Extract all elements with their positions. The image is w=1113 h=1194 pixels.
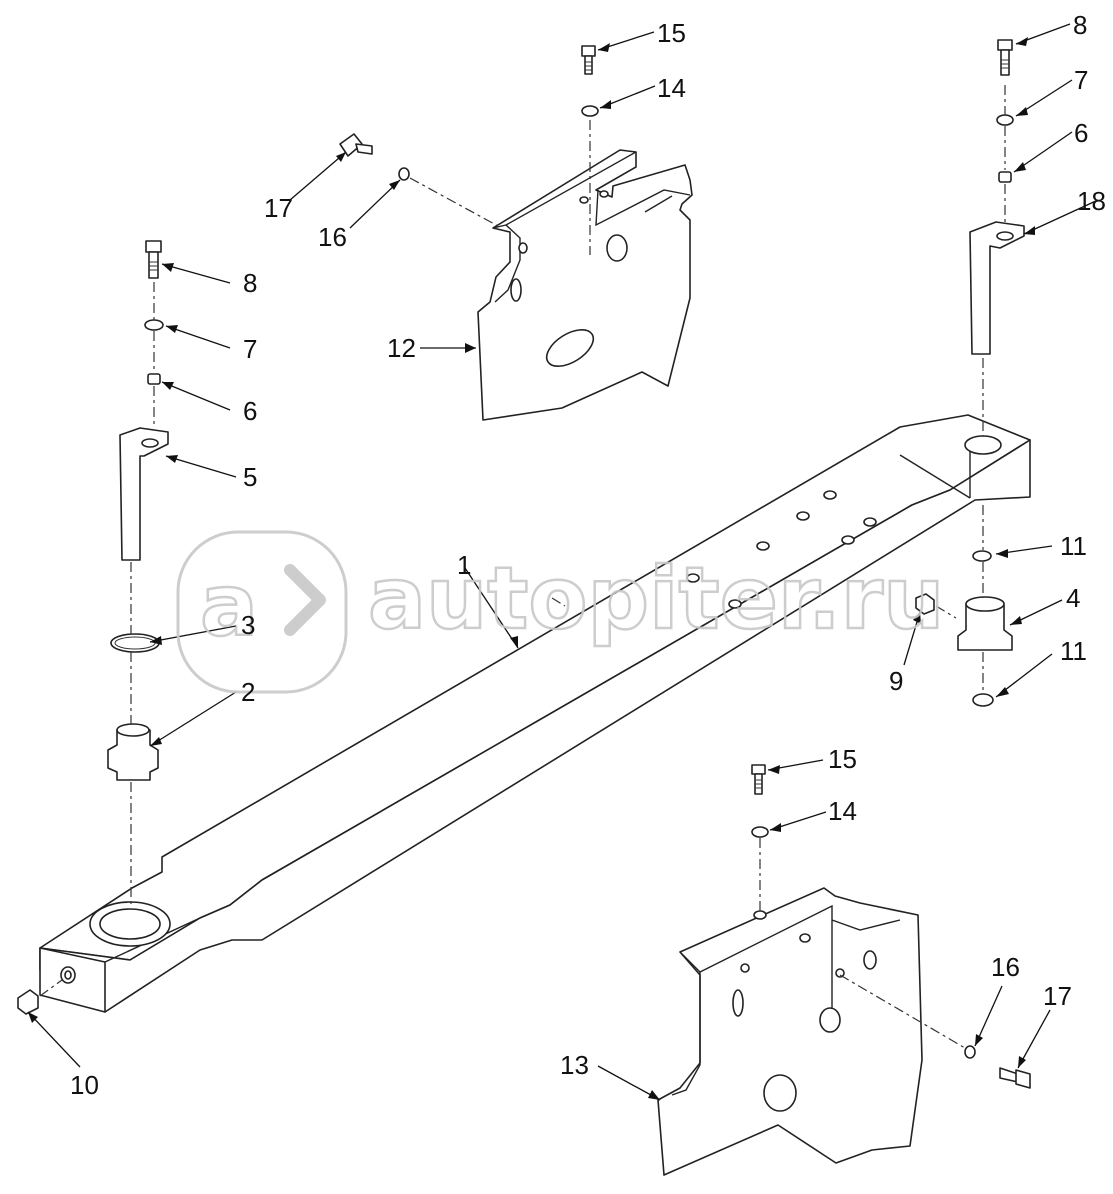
- drawbar-part-1: [39, 414, 1031, 1013]
- callout-5: 5: [243, 462, 257, 492]
- callout-12: 12: [387, 333, 416, 363]
- washer-part-11-lower: [972, 693, 994, 707]
- bracket-part-13: [657, 887, 923, 1176]
- arrow-heads: [28, 37, 1035, 1100]
- fitting-part-9: [915, 593, 935, 615]
- callout-18: 18: [1077, 186, 1106, 216]
- washer-part-16-bottom: [964, 1045, 976, 1059]
- callout-4: 4: [1066, 583, 1080, 613]
- callout-3: 3: [241, 610, 255, 640]
- callout-11-upper: 11: [1060, 531, 1087, 561]
- callout-13: 13: [560, 1050, 589, 1080]
- callout-1: 1: [457, 550, 471, 580]
- callout-7-right: 7: [1074, 65, 1088, 95]
- washer-part-11-upper: [972, 550, 992, 562]
- callout-6-right: 6: [1074, 118, 1088, 148]
- callout-11-lower: 11: [1060, 636, 1087, 666]
- washer-part-7-left: [144, 319, 164, 331]
- callout-10: 10: [70, 1070, 99, 1100]
- callout-15-top: 15: [657, 18, 686, 48]
- bolt-part-8-right: [997, 39, 1013, 76]
- fitting-part-10: [17, 989, 39, 1015]
- callout-15-bottom: 15: [828, 744, 857, 774]
- callout-7-left: 7: [243, 334, 257, 364]
- assembly-lines: [39, 85, 1006, 1049]
- callout-6-left: 6: [243, 396, 257, 426]
- washer-part-7-right: [996, 114, 1014, 126]
- pin-part-5: [119, 427, 169, 561]
- bolt-part-8-left: [145, 240, 162, 279]
- callout-17-bottom: 17: [1043, 981, 1072, 1011]
- bolt-part-15-top: [581, 45, 596, 75]
- callout-9: 9: [889, 666, 903, 696]
- watermark-logo: a autopiter.ru: [176, 530, 946, 694]
- callout-14-top: 14: [657, 73, 686, 103]
- bushing-part-6-left: [147, 373, 161, 385]
- callout-labels: 15 14 17 16 12 8 7 6 18 8 7 6 5 11 1 3 4…: [70, 10, 1106, 1100]
- callout-16-top: 16: [318, 222, 347, 252]
- watermark-text: autopiter.ru: [368, 549, 944, 649]
- callout-14-bottom: 14: [828, 796, 857, 826]
- bolt-part-15-bottom: [751, 764, 766, 795]
- washer-part-14-top: [581, 105, 599, 117]
- bracket-part-12: [477, 149, 693, 421]
- callout-16-bottom: 16: [991, 952, 1020, 982]
- bushing-part-2: [107, 723, 159, 781]
- svg-text:a: a: [200, 556, 258, 656]
- washer-part-16-top: [398, 167, 410, 181]
- washer-part-14-bottom: [751, 826, 769, 838]
- bushing-part-6-right: [998, 171, 1012, 183]
- callout-2: 2: [241, 677, 255, 707]
- pin-part-18: [969, 221, 1025, 355]
- bolt-part-17-bottom: [999, 1067, 1031, 1089]
- callout-8-right: 8: [1073, 10, 1087, 40]
- bushing-part-4: [957, 596, 1013, 651]
- bolt-part-17-top: [339, 133, 373, 157]
- callout-17-top: 17: [264, 193, 293, 223]
- callout-8-left: 8: [243, 268, 257, 298]
